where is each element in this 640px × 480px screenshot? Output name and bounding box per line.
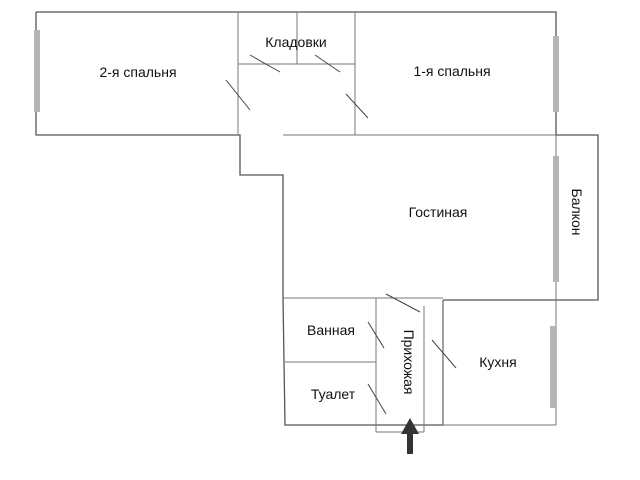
door-storage-left [249, 54, 281, 73]
door-toilet [367, 383, 387, 415]
entrance-arrow-shaft [407, 432, 413, 454]
door-bathroom [367, 321, 385, 349]
room-label-hallway: Прихожая [401, 330, 417, 395]
room-label-bedroom1: 1-я спальня [413, 63, 490, 79]
room-label-bedroom2: 2-я спальня [99, 64, 176, 80]
door-storage-right [314, 54, 341, 73]
room-label-living: Гостиная [409, 204, 468, 220]
door-bedroom1 [345, 93, 369, 119]
room-label-toilet: Туалет [311, 386, 356, 402]
up-arrow-icon [401, 418, 419, 454]
room-label-balcony: Балкон [569, 189, 585, 236]
room-labels: 2-я спальня Кладовки 1-я спальня Гостина… [99, 34, 585, 402]
door-living [385, 293, 421, 313]
entrance-arrow-head [401, 418, 419, 434]
door-marks [225, 54, 457, 415]
room-label-storage: Кладовки [265, 34, 326, 50]
room-label-bathroom: Ванная [307, 322, 355, 338]
windows [34, 30, 559, 408]
door-kitchen [431, 339, 457, 369]
room-label-kitchen: Кухня [479, 354, 516, 370]
door-bedroom2 [225, 79, 251, 111]
